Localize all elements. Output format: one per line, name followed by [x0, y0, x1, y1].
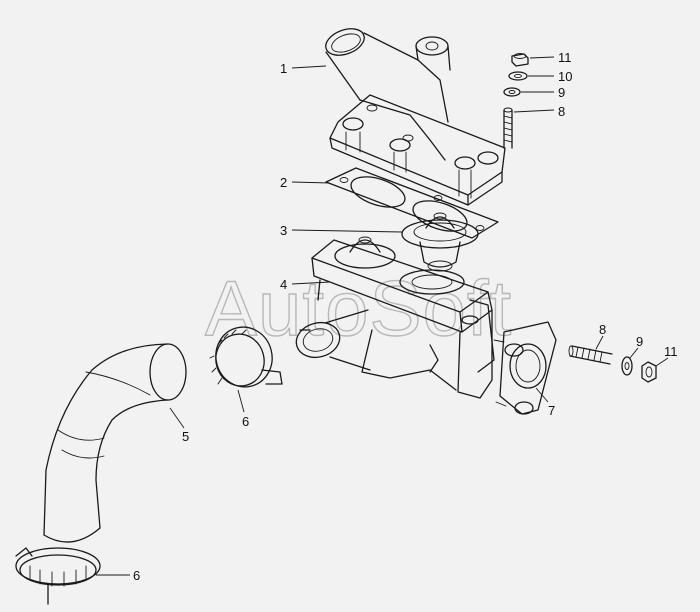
part-washer-right — [621, 356, 633, 376]
callout-6-upper: 6 — [242, 414, 249, 429]
part-nut-top — [511, 53, 529, 67]
callout-8-top: 8 — [558, 104, 565, 119]
callout-3: 3 — [280, 223, 287, 238]
part-stud-right — [568, 345, 613, 365]
part-gasket — [325, 167, 499, 239]
callout-7: 7 — [548, 403, 555, 418]
callout-11-right: 11 — [664, 344, 678, 359]
part-hose-clamp-upper — [209, 326, 283, 388]
part-thermostat-housing — [295, 236, 505, 399]
callout-11-top: 11 — [558, 50, 572, 65]
watermark: AutoSoft — [205, 264, 512, 352]
leader-lines — [96, 56, 669, 576]
part-thermostat-cover — [325, 28, 506, 206]
callout-4: 4 — [280, 277, 287, 292]
part-hose-clamp-lower — [15, 547, 101, 605]
callout-1: 1 — [280, 61, 287, 76]
callout-9-right: 9 — [636, 334, 643, 349]
part-nut-right — [641, 361, 657, 383]
part-stud-top — [503, 107, 513, 149]
callout-5: 5 — [182, 429, 189, 444]
callout-9-top: 9 — [558, 85, 565, 100]
callout-10: 10 — [558, 69, 572, 84]
part-hose — [43, 343, 187, 543]
part-thermostat — [401, 212, 479, 272]
part-cover-plate — [495, 321, 557, 415]
callout-6-lower: 6 — [133, 568, 140, 583]
callout-8-right: 8 — [599, 322, 606, 337]
part-washer-9-top — [503, 87, 521, 97]
part-washer-10-top — [508, 71, 528, 81]
callout-2: 2 — [280, 175, 287, 190]
